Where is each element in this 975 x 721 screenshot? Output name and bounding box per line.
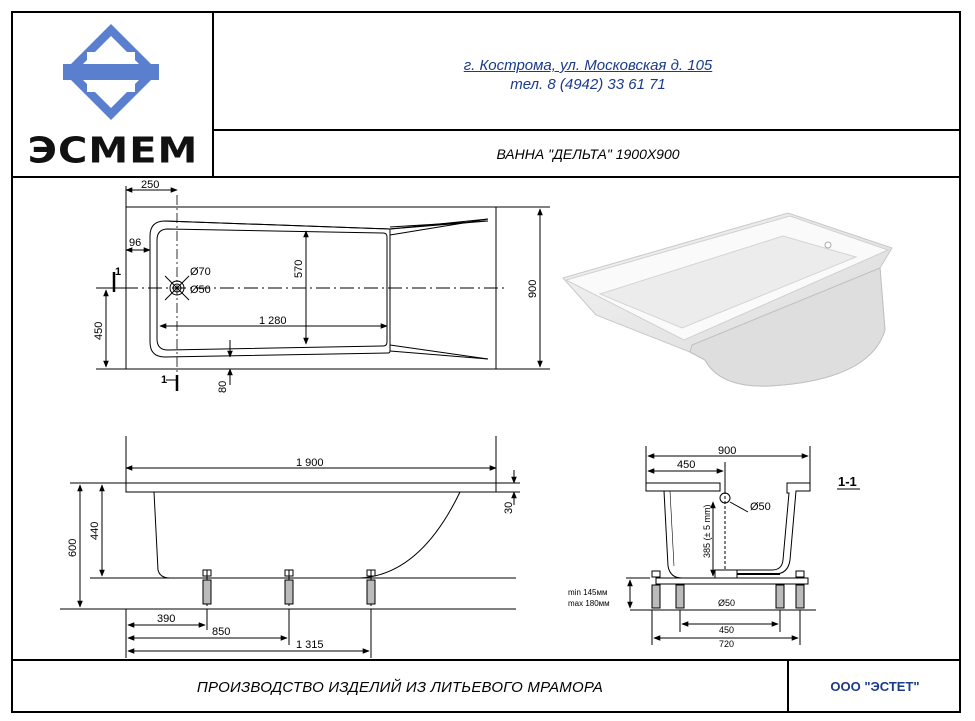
dim-390-label: 390	[157, 613, 175, 625]
footer-top-line	[11, 659, 961, 661]
header-bottom-line	[11, 176, 961, 178]
section-dim-385-label: 385 (± 5 mm)	[702, 505, 712, 558]
phone-text: тел. 8 (4942) 33 61 71	[510, 76, 666, 93]
logo-divider	[212, 11, 214, 178]
header-divider	[212, 129, 961, 131]
dim-250-label: 250	[141, 179, 159, 191]
dim-570-label: 570	[293, 260, 305, 278]
section-dia-50-label: Ø50	[750, 501, 771, 513]
product-title: ВАННА "ДЕЛЬТА" 1900Х900	[496, 146, 680, 162]
logo-wordmark: ЭСМЕМ	[27, 130, 199, 172]
side-body	[153, 491, 461, 579]
section-rim-right	[734, 482, 811, 575]
section-labels: 1-1 900 450 Ø50 385 (± 5 mm) Ø50 min 145…	[568, 445, 857, 649]
logo-icon	[63, 24, 159, 120]
plan-inner-bowl	[156, 228, 388, 351]
section-dim-450-bottom-label: 450	[719, 625, 734, 635]
section-dim-900-label: 900	[718, 445, 736, 457]
plan-bowl-outer	[164, 220, 489, 230]
leg-max-label: max 180мм	[568, 599, 610, 608]
leg-min-label: min 145мм	[568, 588, 607, 597]
drawing-frame	[11, 11, 961, 713]
plan-inner-rim	[149, 220, 391, 358]
dim-900-label: 900	[527, 280, 539, 298]
section-dia-50-bottom-label: Ø50	[718, 598, 735, 608]
side-legs	[202, 569, 376, 606]
drain-70	[169, 280, 185, 296]
dia-70-label: Ø70	[190, 266, 211, 278]
dim-80-label: 80	[217, 381, 229, 393]
dim-1900-label: 1 900	[296, 457, 324, 469]
section-dim-720-label: 720	[719, 639, 734, 649]
dim-450-label: 450	[93, 322, 105, 340]
dia-50-label: Ø50	[190, 284, 211, 296]
dim-96-label: 96	[129, 237, 141, 249]
dim-1315-label: 1 315	[296, 639, 324, 651]
section-mark-top: 1	[115, 266, 121, 278]
dim-1280-label: 1 280	[259, 315, 287, 327]
plan-labels: 250 96 1 1 Ø70 Ø50 570 1 280 450 80 900	[93, 179, 539, 393]
section-dim-450-top-label: 450	[677, 459, 695, 471]
dim-30-label: 30	[503, 502, 515, 514]
address-link[interactable]: г. Кострома, ул. Московская д. 105	[463, 57, 713, 74]
section-rim-left	[645, 482, 721, 492]
side-labels: 1 900 30 600 440 390 850 1 315	[67, 457, 515, 651]
footer-divider	[787, 659, 789, 713]
side-view	[60, 436, 520, 658]
section-label: 1-1	[838, 474, 857, 489]
bathtub-render	[556, 181, 942, 419]
side-rim	[125, 482, 497, 493]
dim-440-label: 440	[89, 522, 101, 540]
company-name: ООО "ЭСТЕТ"	[830, 679, 920, 694]
section-mark-bottom: 1	[161, 374, 167, 386]
dim-600-label: 600	[67, 539, 79, 557]
plan-view	[96, 186, 550, 391]
drain-50	[172, 283, 182, 293]
dim-850-label: 850	[212, 626, 230, 638]
section-view	[626, 446, 860, 645]
production-text: ПРОИЗВОДСТВО ИЗДЕЛИЙ ИЗ ЛИТЬЕВОГО МРАМОР…	[196, 679, 604, 696]
